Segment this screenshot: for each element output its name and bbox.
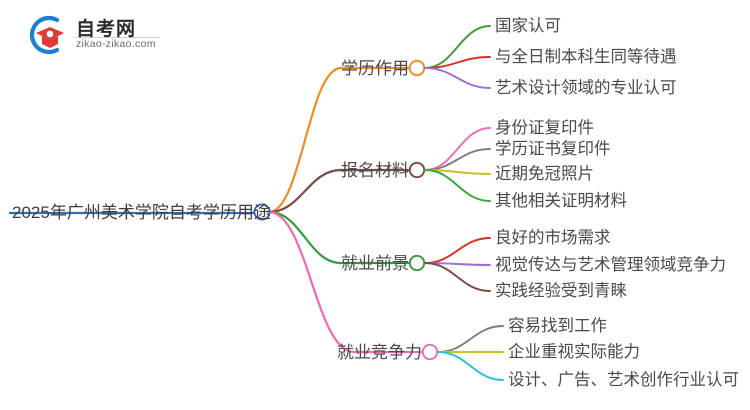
leaf-connector xyxy=(424,262,491,292)
branch-node-ring xyxy=(421,343,439,361)
branch-connector xyxy=(267,168,343,214)
leaf-connector xyxy=(424,25,491,69)
logo-divider xyxy=(74,37,160,38)
branch-connector xyxy=(267,66,343,214)
leaf-connector xyxy=(437,351,504,381)
leaf-node-quanrizhi-daiyu[interactable]: 与全日制本科生同等待遇 xyxy=(495,48,677,66)
leaf-connector xyxy=(424,262,491,266)
leaf-node-yishu-sheji-renke[interactable]: 艺术设计领域的专业认可 xyxy=(495,79,677,97)
leaf-node-xuelizhengshu-fuyinjian[interactable]: 学历证书复印件 xyxy=(495,140,611,158)
leaf-node-qita-zhengming-cailiao[interactable]: 其他相关证明材料 xyxy=(495,192,627,210)
leaf-connector xyxy=(424,169,491,202)
logo-brand-url: zikao-zikao.com xyxy=(76,38,156,50)
zikao-logo-icon xyxy=(29,15,64,55)
branch-node-ring xyxy=(408,161,426,179)
leaf-connector xyxy=(424,127,491,171)
leaf-node-shijian-jingyan-qinglai[interactable]: 实践经验受到青睐 xyxy=(495,282,627,300)
leaf-connector xyxy=(437,325,504,353)
leaf-node-shenfenzheng-fuyinjian[interactable]: 身份证复印件 xyxy=(495,119,594,137)
leaf-connector xyxy=(424,56,491,69)
leaf-node-jinqi-mianguan-zhaopian[interactable]: 近期免冠照片 xyxy=(495,165,594,183)
branch-connector xyxy=(267,210,356,354)
site-logo: 自考网 zikao-zikao.com xyxy=(26,12,166,58)
branch-node-ring xyxy=(408,254,426,272)
branch-node-xueli-zuoyong[interactable]: 学历作用 xyxy=(341,59,409,78)
leaf-connector xyxy=(424,148,491,171)
leaf-node-shichang-xuqiu[interactable]: 良好的市场需求 xyxy=(495,229,611,247)
branch-node-jiuye-jingzhengli[interactable]: 就业竞争力 xyxy=(337,343,422,362)
leaf-connector xyxy=(424,67,491,89)
leaf-node-sheji-guanggao-renke[interactable]: 设计、广告、艺术创作行业认可 xyxy=(508,371,739,389)
leaf-node-qiye-zhongshi-nengli[interactable]: 企业重视实际能力 xyxy=(508,343,640,361)
branch-node-baoming-cailiao[interactable]: 报名材料 xyxy=(341,161,409,180)
branch-connector xyxy=(267,210,343,265)
root-node-label[interactable]: 2025年广州美术学院自考学历用途 xyxy=(12,203,271,222)
branch-node-ring xyxy=(408,59,426,77)
leaf-node-guojia-renke[interactable]: 国家认可 xyxy=(495,17,561,35)
logo-brand-name: 自考网 xyxy=(76,19,137,40)
leaf-node-rongyi-zhaodao-gongzuo[interactable]: 容易找到工作 xyxy=(508,317,607,335)
leaf-connector xyxy=(424,169,491,175)
leaf-connector xyxy=(424,237,491,264)
leaf-node-shijue-chuanda-jingzhengli[interactable]: 视觉传达与艺术管理领域竞争力 xyxy=(495,256,726,274)
branch-node-jiuye-qianjing[interactable]: 就业前景 xyxy=(341,254,409,273)
